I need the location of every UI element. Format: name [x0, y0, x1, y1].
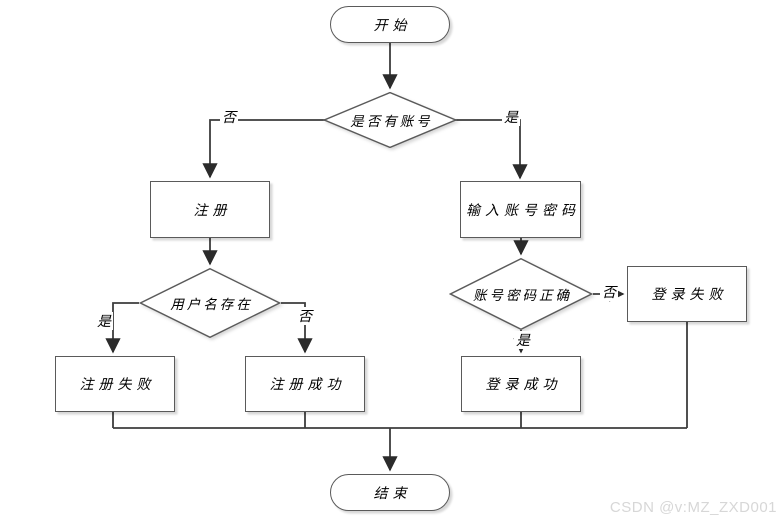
node-register-fail: 注册失败 — [55, 356, 175, 412]
node-login-success: 登录成功 — [461, 356, 581, 412]
node-enter-credentials: 输入账号密码 — [460, 181, 581, 238]
node-register-fail-label: 注册失败 — [79, 378, 156, 393]
diamond-shape — [323, 92, 457, 148]
node-start: 开始 — [330, 6, 450, 43]
node-register-success: 注册成功 — [245, 356, 365, 412]
node-register: 注册 — [150, 181, 270, 238]
node-register-success-label: 注册成功 — [269, 378, 346, 393]
node-password-correct-label: 账号密码正确 — [473, 288, 572, 303]
diamond-shape — [139, 268, 281, 338]
node-end-label: 结束 — [373, 486, 412, 502]
node-username-exists: 用户名存在 — [139, 268, 281, 338]
diamond-shape — [449, 258, 593, 330]
node-end: 结束 — [330, 474, 450, 511]
edge-label-no-username-exists: 否 — [296, 307, 314, 325]
edge-label-yes-password-correct: 是 — [514, 331, 532, 349]
edge-label-yes-account: 是 — [502, 108, 520, 126]
node-username-exists-label: 用户名存在 — [170, 297, 253, 312]
node-login-fail: 登录失败 — [627, 266, 747, 322]
node-has-account-label: 是否有账号 — [350, 114, 433, 129]
node-login-fail-label: 登录失败 — [651, 288, 728, 303]
edge-label-yes-username-exists: 是 — [95, 312, 113, 330]
csdn-watermark: CSDN @v:MZ_ZXD001 — [609, 499, 777, 516]
node-password-correct: 账号密码正确 — [449, 258, 593, 330]
edge-label-no-account: 否 — [220, 108, 238, 126]
node-start-label: 开始 — [373, 18, 412, 34]
node-login-success-label: 登录成功 — [485, 378, 562, 393]
node-has-account: 是否有账号 — [323, 92, 457, 148]
node-register-label: 注册 — [193, 203, 232, 219]
node-enter-credentials-label: 输入账号密码 — [466, 203, 580, 219]
edge-label-no-password-correct: 否 — [600, 283, 618, 301]
